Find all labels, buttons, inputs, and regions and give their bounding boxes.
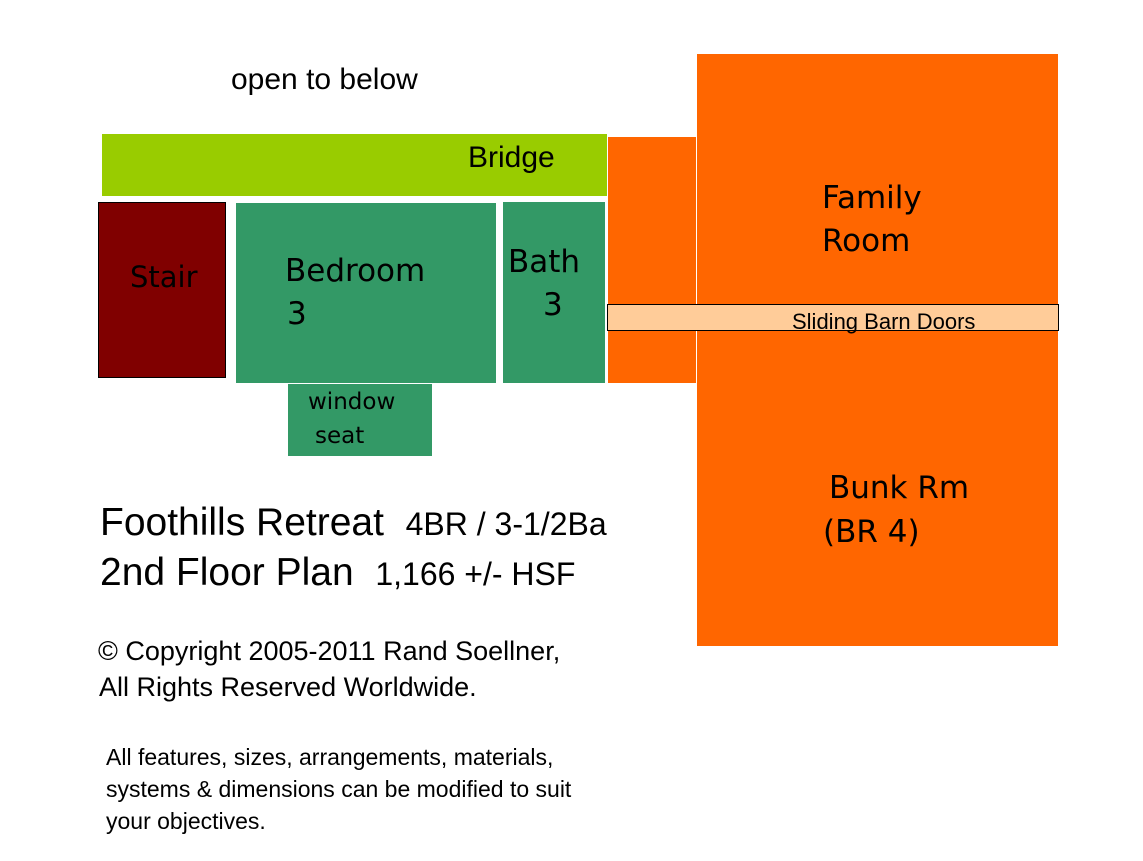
bedroom-label-line2: 3 xyxy=(287,296,307,332)
bath-3 xyxy=(503,202,605,383)
stair-label: Stair xyxy=(130,260,198,294)
title-line-2: 2nd Floor Plan 1,166 +/- HSF xyxy=(100,553,575,592)
project-name: Foothills Retreat xyxy=(100,501,384,544)
open-to-below-label: open to below xyxy=(231,63,418,96)
window-seat xyxy=(288,384,432,456)
disclaimer-line-2: systems & dimensions can be modified to … xyxy=(106,776,572,802)
barn-doors-label: Sliding Barn Doors xyxy=(792,309,976,334)
hall-strip xyxy=(608,137,696,383)
bunk-room-label-line2: (BR 4) xyxy=(823,514,920,550)
bedroom-3 xyxy=(236,203,496,383)
plan-area: 1,166 +/- HSF xyxy=(375,556,576,592)
beds-baths: 4BR / 3-1/2Ba xyxy=(405,506,607,542)
window-seat-label-line2: seat xyxy=(315,423,365,449)
bath-label-line1: Bath xyxy=(508,244,581,280)
stair xyxy=(98,202,226,378)
disclaimer-line-3: your objectives. xyxy=(106,808,266,834)
bridge-label: Bridge xyxy=(468,141,555,174)
disclaimer-line-1: All features, sizes, arrangements, mater… xyxy=(106,744,554,770)
copyright-line-1: © Copyright 2005-2011 Rand Soellner, xyxy=(98,636,561,666)
bath-label-line2: 3 xyxy=(543,287,563,323)
sliding-barn-doors xyxy=(607,304,1059,331)
bedroom-label-line1: Bedroom xyxy=(285,253,426,289)
copyright-line-2: All Rights Reserved Worldwide. xyxy=(99,672,477,702)
family-bunk-block xyxy=(697,54,1058,646)
family-room-label-line2: Room xyxy=(822,223,911,259)
plan-name: 2nd Floor Plan xyxy=(100,551,354,594)
window-seat-label-line1: window xyxy=(308,389,396,415)
bunk-room-label-line1: Bunk Rm xyxy=(829,470,970,506)
title-line-1: Foothills Retreat 4BR / 3-1/2Ba xyxy=(100,503,607,542)
bridge xyxy=(102,134,607,196)
family-room-label-line1: Family xyxy=(822,180,922,216)
